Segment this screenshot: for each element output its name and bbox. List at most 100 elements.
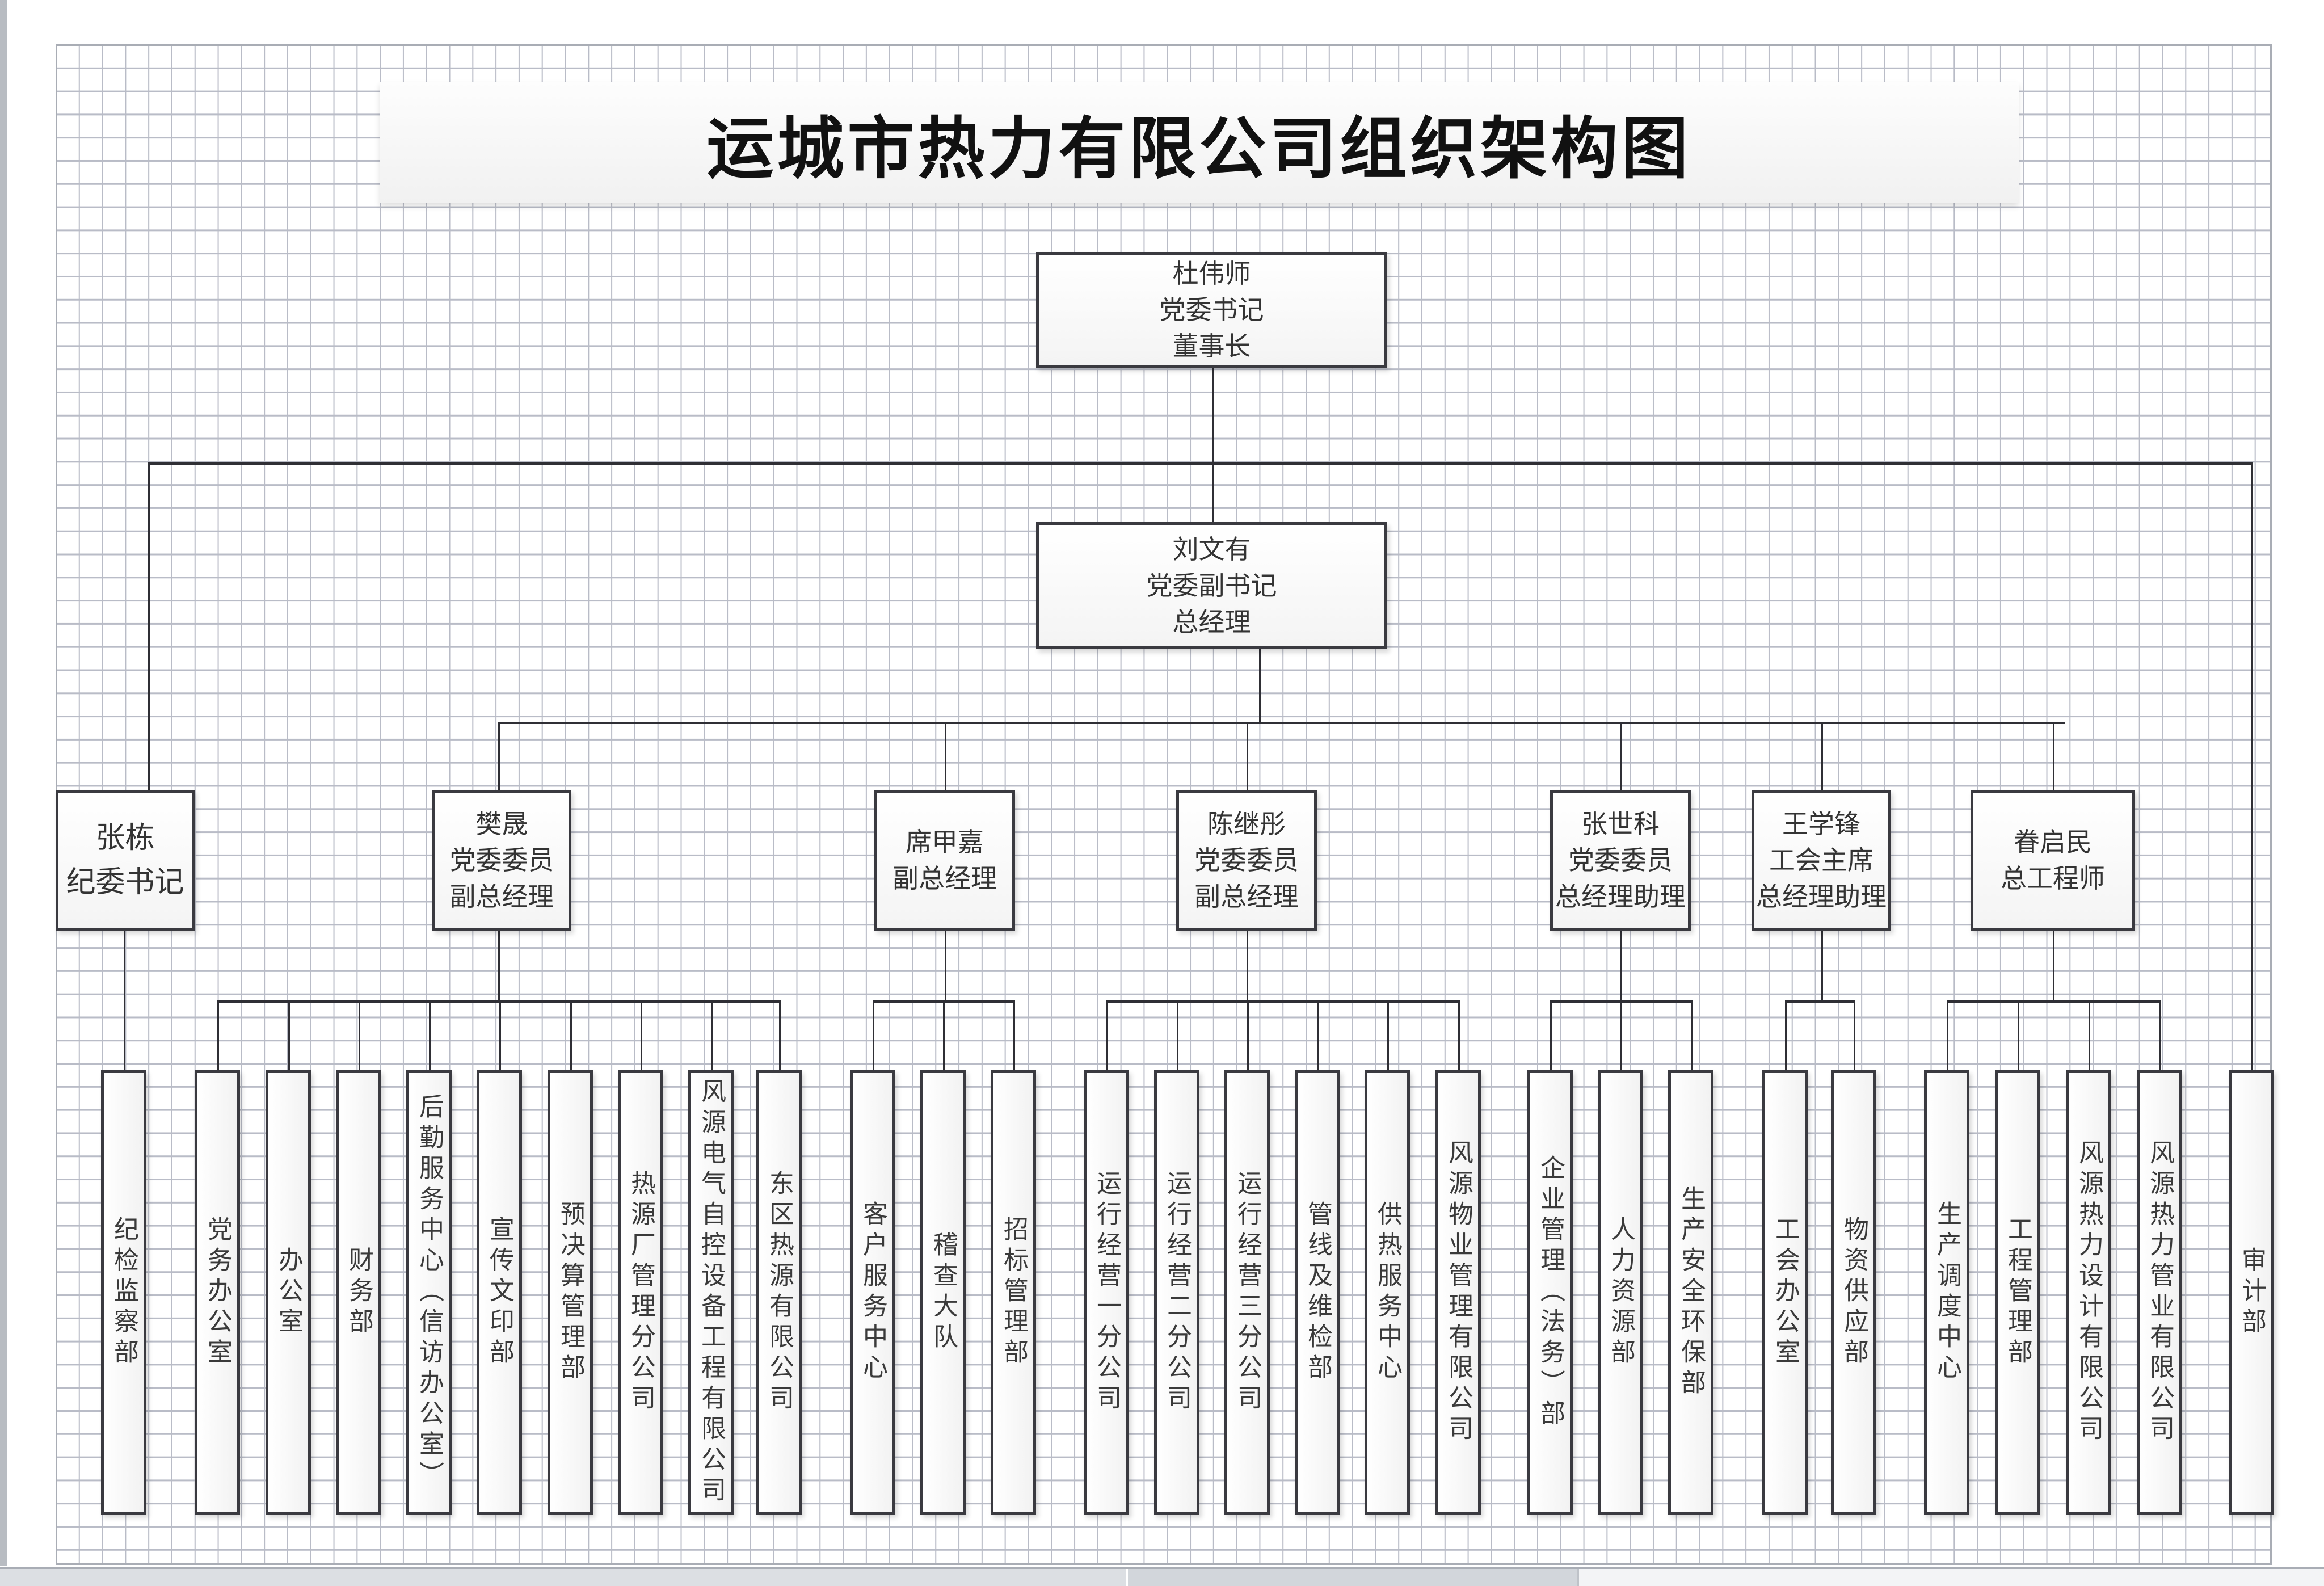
- node-name: 席甲嘉: [906, 827, 984, 857]
- department-box[interactable]: 运行经营一分公司: [1084, 1070, 1129, 1515]
- connector-vertical: [641, 1000, 642, 1070]
- department-box[interactable]: 办公室: [266, 1070, 311, 1515]
- department-box[interactable]: 工会办公室: [1762, 1070, 1808, 1515]
- department-box[interactable]: 预决算管理部: [548, 1070, 593, 1515]
- department-label: 党务办公室: [203, 1215, 232, 1369]
- department-label: 管线及维检部: [1303, 1200, 1332, 1385]
- department-box[interactable]: 生产调度中心: [1924, 1070, 1969, 1515]
- connector-vertical: [1550, 1000, 1552, 1070]
- department-box[interactable]: 后勤服务中心（信访办公室）: [406, 1070, 452, 1515]
- department-box[interactable]: 客户服务中心: [850, 1070, 895, 1515]
- connector-vertical: [1212, 368, 1214, 522]
- horizontal-scrollbar[interactable]: [0, 1567, 2324, 1586]
- connector-vertical: [1106, 1000, 1108, 1070]
- department-box[interactable]: 风源物业管理有限公司: [1435, 1070, 1481, 1515]
- connector-vertical: [2089, 1000, 2090, 1070]
- connector-vertical: [148, 462, 150, 790]
- chart-title-box: 运城市热力有限公司组织架构图: [380, 82, 2019, 203]
- connector-vertical: [945, 931, 946, 1000]
- department-label: 纪检监察部: [110, 1215, 138, 1369]
- department-box[interactable]: 热源厂管理分公司: [618, 1070, 663, 1515]
- department-label: 运行经营一分公司: [1092, 1169, 1121, 1415]
- connector-vertical: [873, 1000, 874, 1070]
- department-box[interactable]: 物资供应部: [1831, 1070, 1876, 1515]
- department-label: 风源热力设计有限公司: [2074, 1139, 2103, 1446]
- department-box[interactable]: 招标管理部: [991, 1070, 1036, 1515]
- connector-horizontal: [148, 462, 2251, 465]
- department-box[interactable]: 运行经营二分公司: [1154, 1070, 1199, 1515]
- department-label: 客户服务中心: [858, 1200, 887, 1385]
- connector-vertical: [359, 1000, 360, 1070]
- connector-vertical: [498, 931, 500, 1000]
- department-box[interactable]: 党务办公室: [195, 1070, 240, 1515]
- node-title: 纪委书记: [66, 865, 184, 899]
- connector-vertical: [1247, 722, 1248, 790]
- department-box[interactable]: 纪检监察部: [101, 1070, 146, 1515]
- department-label: 工会办公室: [1771, 1215, 1800, 1369]
- connector-vertical: [943, 1000, 945, 1070]
- connector-vertical: [1785, 1000, 1787, 1070]
- scrollbar-track-left[interactable]: [0, 1569, 1126, 1586]
- department-label: 审计部: [2237, 1246, 2266, 1339]
- connector-vertical: [1177, 1000, 1178, 1070]
- department-box[interactable]: 企业管理（法务）部: [1527, 1070, 1573, 1515]
- node-manager[interactable]: 眷启民总工程师: [1971, 790, 2135, 931]
- department-box[interactable]: 人力资源部: [1598, 1070, 1643, 1515]
- node-manager[interactable]: 席甲嘉副总经理: [874, 790, 1015, 931]
- scrollbar-track-right[interactable]: [1577, 1569, 2324, 1586]
- connector-vertical: [2053, 931, 2054, 1000]
- node-name: 王学锋: [1782, 809, 1860, 839]
- node-general-manager[interactable]: 刘文有 党委副书记 总经理: [1036, 522, 1387, 649]
- department-label: 办公室: [274, 1246, 303, 1339]
- connector-vertical: [2053, 722, 2054, 790]
- connector-vertical: [288, 1000, 290, 1070]
- node-name: 刘文有: [1172, 534, 1251, 565]
- department-label: 生产调度中心: [1933, 1200, 1961, 1385]
- connector-vertical: [429, 1000, 431, 1070]
- department-box[interactable]: 风源热力设计有限公司: [2066, 1070, 2111, 1515]
- department-box[interactable]: 财务部: [336, 1070, 381, 1515]
- connector-vertical: [945, 722, 946, 790]
- department-label: 财务部: [344, 1246, 373, 1339]
- connector-vertical: [2159, 1000, 2161, 1070]
- node-manager[interactable]: 王学锋工会主席总经理助理: [1752, 790, 1891, 931]
- node-chairman[interactable]: 杜伟师 党委书记 董事长: [1036, 252, 1387, 368]
- connector-vertical: [711, 1000, 713, 1070]
- department-box[interactable]: 稽查大队: [920, 1070, 966, 1515]
- connector-vertical: [217, 1000, 219, 1070]
- connector-vertical: [1821, 931, 1823, 1000]
- connector-vertical: [1458, 1000, 1460, 1070]
- scrollbar-thumb[interactable]: [1126, 1569, 1579, 1586]
- department-box[interactable]: 风源热力管业有限公司: [2137, 1070, 2182, 1515]
- connector-vertical: [1247, 1000, 1249, 1070]
- node-title: 副总经理: [1194, 881, 1299, 912]
- node-name: 眷启民: [2014, 827, 2092, 857]
- node-name: 杜伟师: [1172, 258, 1251, 289]
- node-manager[interactable]: 樊晟党委委员副总经理: [432, 790, 571, 931]
- department-label: 运行经营三分公司: [1233, 1169, 1262, 1415]
- department-label: 风源电气自控设备工程有限公司: [697, 1078, 726, 1507]
- department-box[interactable]: 工程管理部: [1995, 1070, 2040, 1515]
- department-box[interactable]: 风源电气自控设备工程有限公司: [688, 1070, 734, 1515]
- connector-vertical: [1821, 722, 1823, 790]
- department-box[interactable]: 审计部: [2229, 1070, 2274, 1515]
- node-discipline-secretary[interactable]: 张栋 纪委书记: [56, 790, 195, 931]
- connector-vertical: [498, 722, 500, 790]
- department-box[interactable]: 宣传文印部: [477, 1070, 522, 1515]
- department-label: 东区热源有限公司: [765, 1169, 794, 1415]
- node-manager[interactable]: 陈继彤党委委员副总经理: [1176, 790, 1317, 931]
- connector-vertical: [2251, 462, 2253, 1070]
- department-box[interactable]: 东区热源有限公司: [756, 1070, 802, 1515]
- connector-vertical: [124, 931, 125, 1070]
- node-title: 总经理: [1172, 607, 1251, 637]
- department-box[interactable]: 运行经营三分公司: [1224, 1070, 1270, 1515]
- department-box[interactable]: 管线及维检部: [1295, 1070, 1340, 1515]
- department-box[interactable]: 供热服务中心: [1365, 1070, 1410, 1515]
- node-title: 工会主席: [1769, 845, 1873, 876]
- connector-vertical: [1259, 649, 1261, 722]
- connector-vertical: [779, 1000, 781, 1070]
- department-box[interactable]: 生产安全环保部: [1668, 1070, 1713, 1515]
- department-label: 运行经营二分公司: [1163, 1169, 1192, 1415]
- node-name: 张世科: [1581, 809, 1660, 839]
- node-manager[interactable]: 张世科党委委员总经理助理: [1550, 790, 1691, 931]
